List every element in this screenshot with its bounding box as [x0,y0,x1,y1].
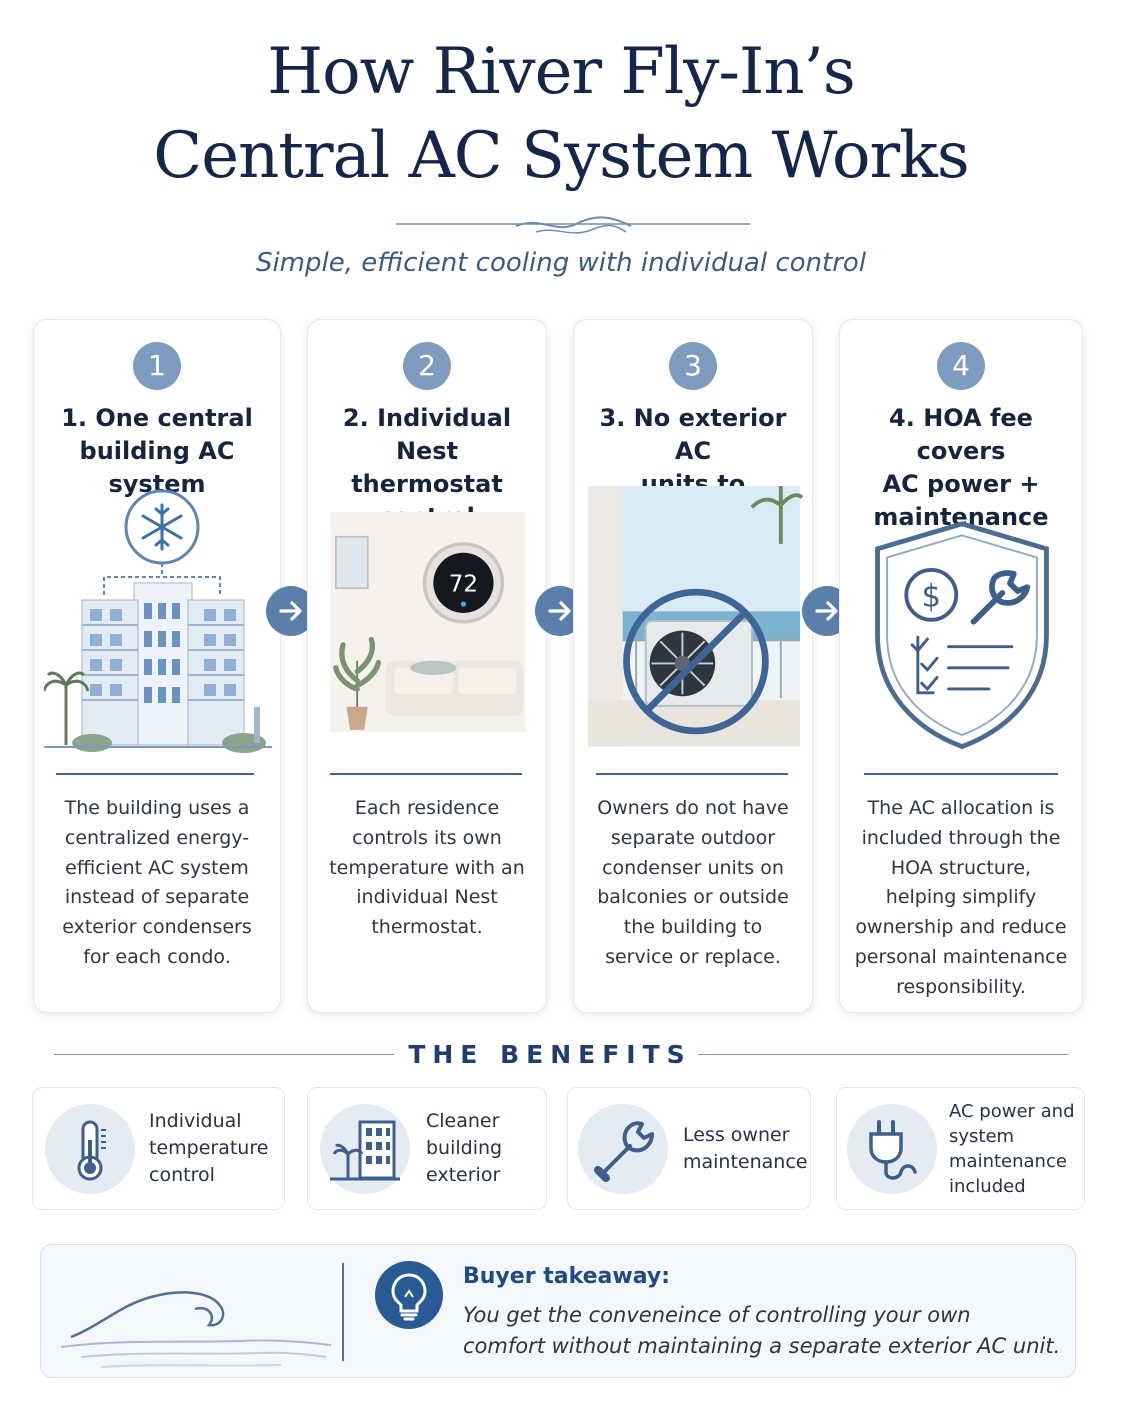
no-condenser-icon [587,486,804,747]
shield-icon: $ [875,521,1049,750]
benefit-card-temperature: Individual temperature control [32,1087,285,1210]
page-title-line-1: How River Fly-In’s [267,35,855,109]
benefit-label-line: exterior [426,1164,501,1186]
benefit-label-line: included [949,1175,1026,1197]
step-divider [864,773,1058,775]
step-description: The AC allocation is included through th… [854,797,1068,998]
dollar-icon: $ [922,578,942,614]
step-title-line: 2. Individual Nest [342,404,512,465]
wave-divider-icon [396,216,750,234]
step-card-4: 4 4. HOA fee covers AC power + maintenan… [839,319,1083,1013]
benefit-label-line: temperature [149,1137,269,1159]
step-title-line: 3. No exterior AC [599,404,787,465]
benefit-label-line: AC power and [949,1100,1075,1122]
step-card-1: 1 1. One central building AC system [33,319,281,1013]
benefit-label: Cleaner building exterior [426,1088,502,1209]
step-title-line: 4. HOA fee covers [889,404,1033,465]
benefit-card-exterior: Cleaner building exterior [307,1087,547,1210]
snowflake-building-icon [44,489,272,753]
wave-icon [60,1291,332,1368]
wrench-icon [594,1121,654,1182]
step-title-line: 1. One central [61,404,253,432]
benefits-heading: THE BENEFITS [408,1040,692,1069]
step-description: Owners do not have separate outdoor cond… [597,797,789,968]
thermostat-icon: 72 [330,512,526,732]
lightbulb-icon [391,1273,427,1321]
benefit-label-line: Cleaner [426,1110,500,1132]
benefit-label-line: system [949,1125,1015,1147]
step-number-badge: 3 [669,342,717,390]
buyer-takeaway-panel: Buyer takeaway: You get the conveneince … [40,1244,1076,1378]
step-divider [596,773,788,775]
benefit-card-maintenance: Less owner maintenance [567,1087,811,1210]
step-description: The building uses a centralized energy-e… [62,797,252,968]
benefit-label-line: Individual [149,1110,242,1132]
step-card-2: 2 2. Individual Nest thermostat control … [307,319,547,1013]
benefit-label: AC power and system maintenance included [949,1088,1075,1209]
benefit-label-line: maintenance [949,1150,1067,1172]
thermostat-reading: 72 [449,572,478,598]
benefits-divider-left [54,1054,394,1055]
takeaway-body-line: comfort without maintaining a separate e… [463,1334,1061,1358]
step-title: 4. HOA fee covers AC power + maintenance [846,402,1076,534]
takeaway-body-line: You get the conveneince of controlling y… [463,1303,971,1327]
benefit-label-line: maintenance [683,1150,808,1173]
step-number-badge: 4 [937,342,985,390]
benefit-label-line: building [426,1137,503,1159]
page-title-line-2: Central AC System Works [153,119,970,193]
step-card-3: 3 3. No exterior AC units to maintain Ow… [573,319,813,1013]
plug-icon [869,1120,917,1180]
step-divider [330,773,522,775]
benefits-divider-right [698,1054,1068,1055]
step-number-badge: 1 [133,342,181,390]
step-title: 1. One central building AC system [40,402,274,501]
building-palm-icon [330,1120,400,1181]
page-title: How River Fly-In’s Central AC System Wor… [0,30,1122,198]
step-divider [56,773,254,775]
takeaway-heading: Buyer takeaway: [463,1264,671,1289]
step-description: Each residence controls its own temperat… [329,797,525,939]
benefit-label-line: control [149,1164,215,1186]
thermometer-icon [77,1120,106,1181]
benefit-label-line: Less owner [683,1123,790,1146]
page-subtitle: Simple, efficient cooling with individua… [255,248,867,278]
takeaway-body: You get the conveneince of controlling y… [463,1300,1063,1362]
step-title-line: AC power + [882,470,1040,498]
benefit-label: Less owner maintenance [683,1088,807,1209]
step-number-badge: 2 [403,342,451,390]
takeaway-separator [342,1263,344,1361]
benefit-label: Individual temperature control [149,1088,268,1209]
benefit-card-included: AC power and system maintenance included [836,1087,1085,1210]
